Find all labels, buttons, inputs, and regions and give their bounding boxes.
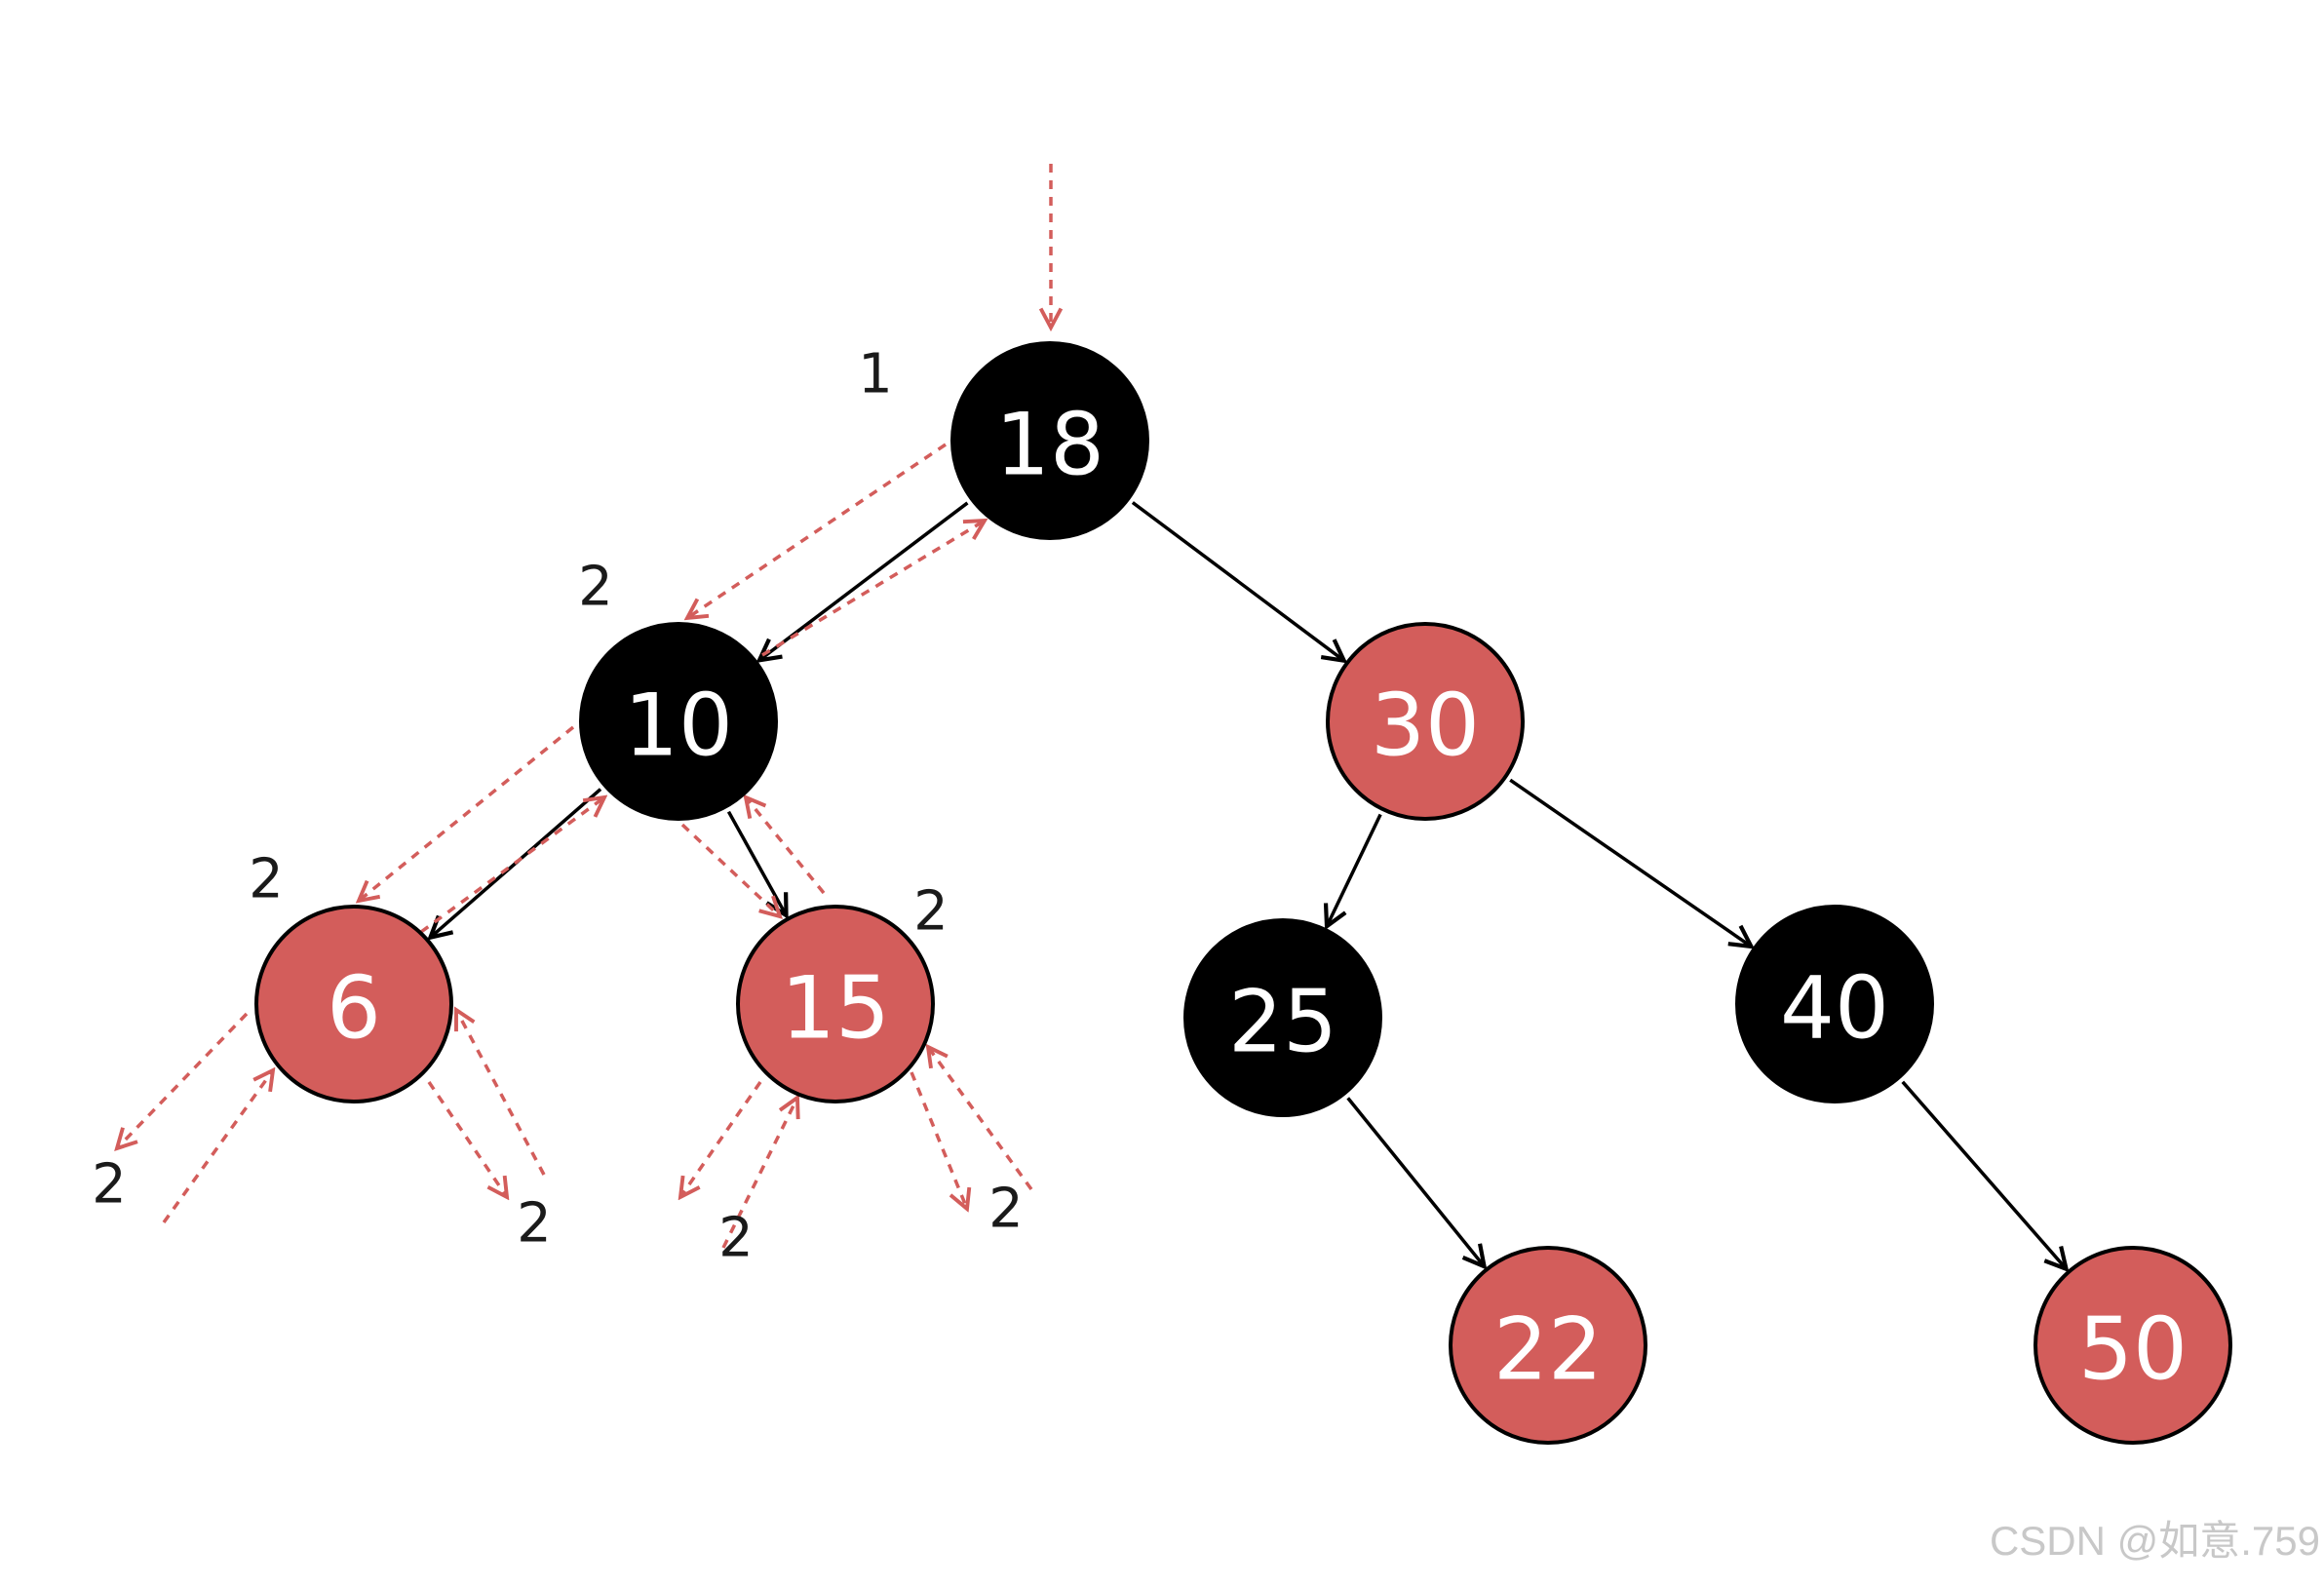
node-circle	[1183, 918, 1382, 1117]
traversal-path-3	[761, 521, 985, 657]
node-label: 10	[624, 676, 733, 776]
black-count-label: 2	[718, 1207, 754, 1270]
node-circle	[1326, 622, 1525, 821]
black-count-label: 2	[578, 556, 613, 619]
node-circle	[950, 341, 1149, 540]
node-label: 18	[995, 395, 1104, 495]
tree-node-18: 18	[950, 341, 1149, 540]
edge-n10-n15	[726, 810, 786, 915]
black-count-label: 2	[913, 880, 949, 944]
node-circle	[736, 905, 935, 1103]
traversal-path-8	[117, 1012, 249, 1148]
tree-node-15: 15	[736, 905, 935, 1103]
black-count-label: 2	[249, 848, 284, 911]
edge-n30-n25	[1327, 813, 1382, 927]
node-circle	[1449, 1246, 1647, 1445]
tree-node-30: 30	[1326, 622, 1525, 821]
node-circle	[2034, 1246, 2232, 1445]
tree-node-25: 25	[1183, 918, 1382, 1117]
traversal-path-5	[419, 797, 604, 934]
node-circle	[254, 905, 453, 1103]
traversal-path-14	[910, 1071, 967, 1209]
traversal-path-6	[680, 823, 780, 916]
node-label: 15	[781, 958, 890, 1059]
traversal-path-13	[721, 1098, 797, 1249]
tree-node-40: 40	[1735, 905, 1934, 1103]
watermark-text: CSDN @如意.759	[1989, 1518, 2320, 1564]
black-count-label: 2	[517, 1192, 552, 1256]
edge-n30-n40	[1509, 778, 1751, 947]
traversal-path-15	[928, 1047, 1033, 1191]
traversal-path-9	[162, 1070, 273, 1224]
traversal-path-7	[746, 797, 826, 895]
node-circle	[1735, 905, 1934, 1103]
node-label: 50	[2078, 1299, 2188, 1400]
edge-n25-n22	[1346, 1097, 1485, 1266]
traversal-paths	[117, 164, 1051, 1249]
node-label: 25	[1228, 972, 1337, 1072]
black-count-label: 2	[988, 1178, 1024, 1241]
edge-n40-n50	[1901, 1080, 2067, 1269]
node-circle	[579, 622, 778, 821]
traversal-path-4	[359, 725, 575, 901]
traversal-path-11	[456, 1010, 546, 1176]
node-label: 40	[1780, 958, 1889, 1059]
tree-node-50: 50	[2034, 1246, 2232, 1445]
traversal-path-2	[687, 443, 947, 618]
traversal-path-12	[680, 1081, 762, 1197]
traversal-path-10	[427, 1081, 507, 1197]
node-label: 22	[1493, 1299, 1603, 1400]
node-label: 30	[1371, 676, 1480, 776]
black-count-label: 2	[92, 1153, 127, 1217]
tree-edges	[430, 501, 2067, 1269]
tree-node-6: 6	[254, 905, 453, 1103]
edge-n18-n30	[1131, 501, 1344, 660]
node-label: 6	[327, 958, 381, 1059]
black-count-label: 1	[858, 343, 893, 406]
tree-node-10: 10	[579, 622, 778, 821]
black-height-counts: 1 2 2 2 2 2 2 2	[92, 343, 1024, 1270]
tree-node-22: 22	[1449, 1246, 1647, 1445]
